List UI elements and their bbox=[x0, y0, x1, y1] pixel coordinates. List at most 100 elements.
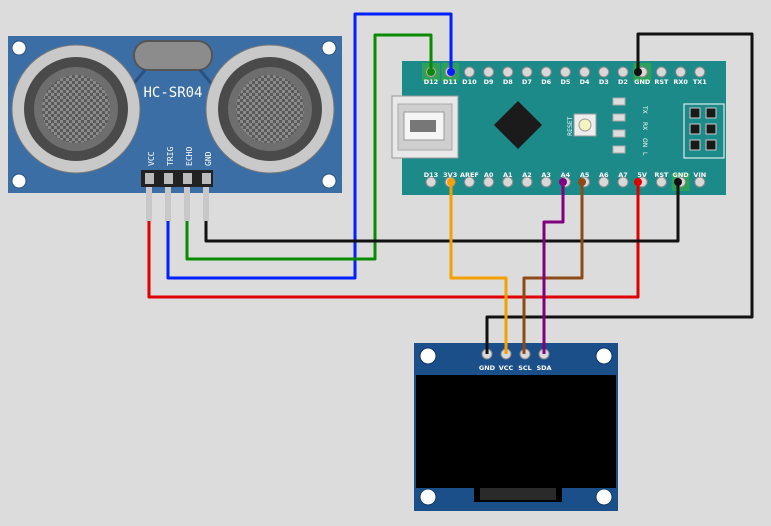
mounting-hole-icon bbox=[321, 40, 337, 56]
oled-pin-label: SCL bbox=[518, 364, 532, 372]
oled-pin-label: VCC bbox=[499, 364, 514, 372]
nano-top-pin-label: D10 bbox=[462, 78, 477, 86]
nano-top-pin-d6[interactable] bbox=[540, 66, 552, 78]
mounting-hole-icon bbox=[11, 173, 27, 189]
hcsr04-pin-trig[interactable] bbox=[164, 173, 173, 184]
led-tx-label: TX bbox=[641, 105, 648, 114]
nano-top-pin-d7[interactable] bbox=[521, 66, 533, 78]
nano-top-pin-label: RST bbox=[654, 78, 669, 86]
nano-bottom-pin-label: AREF bbox=[460, 171, 479, 179]
led-on-label: ON bbox=[641, 138, 648, 147]
nano-bottom-pin-aref[interactable] bbox=[463, 176, 475, 188]
nano-top-pin-d5[interactable] bbox=[559, 66, 571, 78]
wire-3v3-vcc[interactable] bbox=[449, 182, 508, 354]
nano-top-pin-label: D2 bbox=[618, 78, 628, 86]
wire-trig-d11[interactable] bbox=[166, 12, 453, 280]
mounting-hole-icon bbox=[11, 40, 27, 56]
nano-bottom-pin-label: 5V bbox=[637, 171, 647, 179]
oled-pin-label: SDA bbox=[536, 364, 551, 372]
hcsr04-pin-vcc-label: VCC bbox=[147, 151, 156, 166]
nano-bottom-pin-rst[interactable] bbox=[655, 176, 667, 188]
wire-echo-d12[interactable] bbox=[185, 33, 433, 261]
nano-top-pin-tx1[interactable] bbox=[694, 66, 706, 78]
mounting-hole-icon bbox=[419, 488, 437, 506]
hcsr04-pin-gnd[interactable] bbox=[202, 173, 211, 184]
hcsr04-header bbox=[141, 170, 213, 187]
nano-bottom-pin-a1[interactable] bbox=[502, 176, 514, 188]
nano-bottom-pin-label: RST bbox=[654, 171, 669, 179]
status-leds: TX RX ON L bbox=[612, 97, 648, 156]
left-transducer bbox=[11, 44, 141, 174]
microcontroller-chip bbox=[493, 100, 543, 150]
mounting-hole-icon bbox=[595, 488, 613, 506]
nano-top-pin-label: D11 bbox=[443, 78, 458, 86]
hcsr04-pin-gnd-label: GND bbox=[204, 151, 213, 166]
hcsr04-pin-vcc[interactable] bbox=[145, 173, 154, 184]
nano-bottom-pin-label: A4 bbox=[561, 171, 571, 179]
nano-bottom-pin-label: A7 bbox=[618, 171, 628, 179]
nano-bottom-pin-a0[interactable] bbox=[483, 176, 495, 188]
nano-bottom-pin-label: A5 bbox=[580, 171, 590, 179]
mounting-hole-icon bbox=[419, 347, 437, 365]
nano-top-pin-d4[interactable] bbox=[579, 66, 591, 78]
wires bbox=[147, 12, 754, 354]
hcsr04-pin-echo-label: ECHO bbox=[185, 147, 194, 166]
mounting-hole-icon bbox=[595, 347, 613, 365]
reset-label: RESET bbox=[567, 116, 574, 136]
nano-top-pin-label: D8 bbox=[503, 78, 513, 86]
led-rx-label: RX bbox=[641, 122, 648, 130]
mounting-hole-icon bbox=[321, 173, 337, 189]
nano-top-pin-label: D9 bbox=[484, 78, 494, 86]
nano-top-pin-d8[interactable] bbox=[502, 66, 514, 78]
nano-bottom-pin-a2[interactable] bbox=[521, 176, 533, 188]
nano-top-pin-d9[interactable] bbox=[483, 66, 495, 78]
nano-bottom-pin-label: A1 bbox=[503, 171, 513, 179]
nano-bottom-pin-a6[interactable] bbox=[598, 176, 610, 188]
nano-bottom-pin-a7[interactable] bbox=[617, 176, 629, 188]
hcsr04-pin-echo[interactable] bbox=[183, 173, 192, 184]
nano-bottom-pin-d13[interactable] bbox=[425, 176, 437, 188]
nano-top-pin-label: D12 bbox=[424, 78, 438, 86]
nano-top-pin-label: D4 bbox=[580, 78, 590, 86]
right-transducer bbox=[205, 44, 335, 174]
wire-gnd-oled[interactable] bbox=[485, 32, 754, 354]
hcsr04-label: HC-SR04 bbox=[143, 85, 202, 101]
nano-bottom-pin-label: A0 bbox=[484, 171, 494, 179]
nano-bottom-pin-label: A2 bbox=[522, 171, 532, 179]
wire-a4-sda[interactable] bbox=[542, 182, 565, 354]
nano-bottom-pin-label: GND bbox=[673, 171, 690, 179]
nano-bottom-pin-a3[interactable] bbox=[540, 176, 552, 188]
nano-top-pin-d10[interactable] bbox=[463, 66, 475, 78]
wire-gnd-sensor[interactable] bbox=[204, 182, 680, 243]
nano-top-pin-label: D5 bbox=[560, 78, 570, 86]
nano-top-pin-label: TX1 bbox=[693, 78, 707, 86]
hcsr04-pin-trig-label: TRIG bbox=[166, 147, 175, 166]
nano-top-pin-label: D6 bbox=[541, 78, 551, 86]
nano-bottom-pin-label: D13 bbox=[424, 171, 438, 179]
nano-top-pin-label: D3 bbox=[599, 78, 609, 86]
nano-top-pin-label: GND bbox=[634, 78, 651, 86]
nano-bottom-pin-label: A6 bbox=[599, 171, 609, 179]
nano-top-pin-d2[interactable] bbox=[617, 66, 629, 78]
nano-bottom-pin-label: 3V3 bbox=[443, 171, 457, 179]
oled-pin-label: GND bbox=[479, 364, 496, 372]
nano-bottom-pin-label: A3 bbox=[541, 171, 551, 179]
wire-a5-scl[interactable] bbox=[522, 182, 584, 354]
hcsr04-sensor: HC-SR04 VCC TRIG ECHO GND bbox=[8, 36, 342, 221]
led-l-label: L bbox=[641, 152, 648, 156]
nano-bottom-pin-vin[interactable] bbox=[694, 176, 706, 188]
wire-endpoints bbox=[427, 68, 682, 186]
nano-top-pin-rst[interactable] bbox=[655, 66, 667, 78]
oled-screen bbox=[416, 375, 616, 488]
crystal-oscillator bbox=[133, 40, 213, 71]
nano-bottom-pin-label: VIN bbox=[693, 171, 706, 179]
nano-top-pin-rx0[interactable] bbox=[675, 66, 687, 78]
nano-top-pin-d3[interactable] bbox=[598, 66, 610, 78]
nano-top-pin-label: RX0 bbox=[673, 78, 688, 86]
